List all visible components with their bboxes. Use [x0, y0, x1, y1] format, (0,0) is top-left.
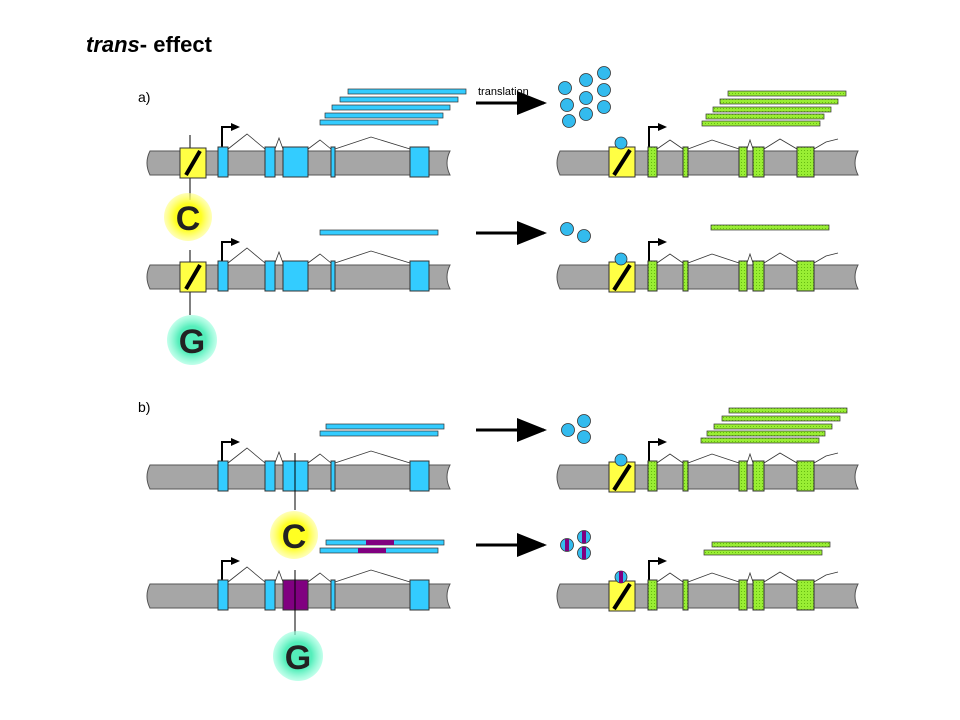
- chromosome-b2-left: [146, 557, 451, 635]
- allele-c-a-label: C: [176, 200, 201, 238]
- page-title: trans- effect: [86, 32, 213, 57]
- mrna-green-stack-b2: [703, 541, 831, 556]
- mrna-a2: [319, 229, 439, 236]
- chromosome-a2-right: [556, 238, 859, 293]
- chromosome-a1-left: [146, 123, 451, 200]
- mrna-stack-a1: [319, 88, 467, 126]
- panel-b-label: b): [138, 399, 150, 415]
- title-rest: - effect: [140, 32, 213, 57]
- chromosome-a2-left: [146, 238, 451, 315]
- mrna-green-stack-a1: [701, 90, 847, 127]
- allele-g-b-label: G: [285, 639, 311, 677]
- mrna-stack-b1: [319, 423, 445, 437]
- allele-c-a: C: [164, 193, 212, 241]
- translation-label: translation: [478, 86, 529, 98]
- protein-cluster-a1: [558, 66, 611, 128]
- chromosome-b1-left: [146, 438, 451, 510]
- mrna-stack-b2: [319, 539, 445, 554]
- title-italic: trans: [86, 32, 140, 57]
- mrna-green-a2: [710, 224, 830, 231]
- mrna-green-stack-b1: [700, 407, 848, 444]
- allele-g-a: G: [167, 315, 217, 365]
- panel-a-label: a): [138, 89, 150, 105]
- protein-cluster-b1: [561, 414, 591, 444]
- chromosome-a1-right: [556, 123, 859, 178]
- chromosome-b2-right: [556, 557, 859, 612]
- allele-c-b-label: C: [282, 518, 307, 556]
- chromosome-b1-right: [556, 438, 859, 493]
- allele-c-b: C: [270, 511, 318, 559]
- allele-g-b: G: [273, 631, 323, 681]
- allele-g-a-label: G: [179, 323, 205, 361]
- protein-cluster-b2: [560, 530, 591, 560]
- protein-cluster-a2: [560, 222, 591, 243]
